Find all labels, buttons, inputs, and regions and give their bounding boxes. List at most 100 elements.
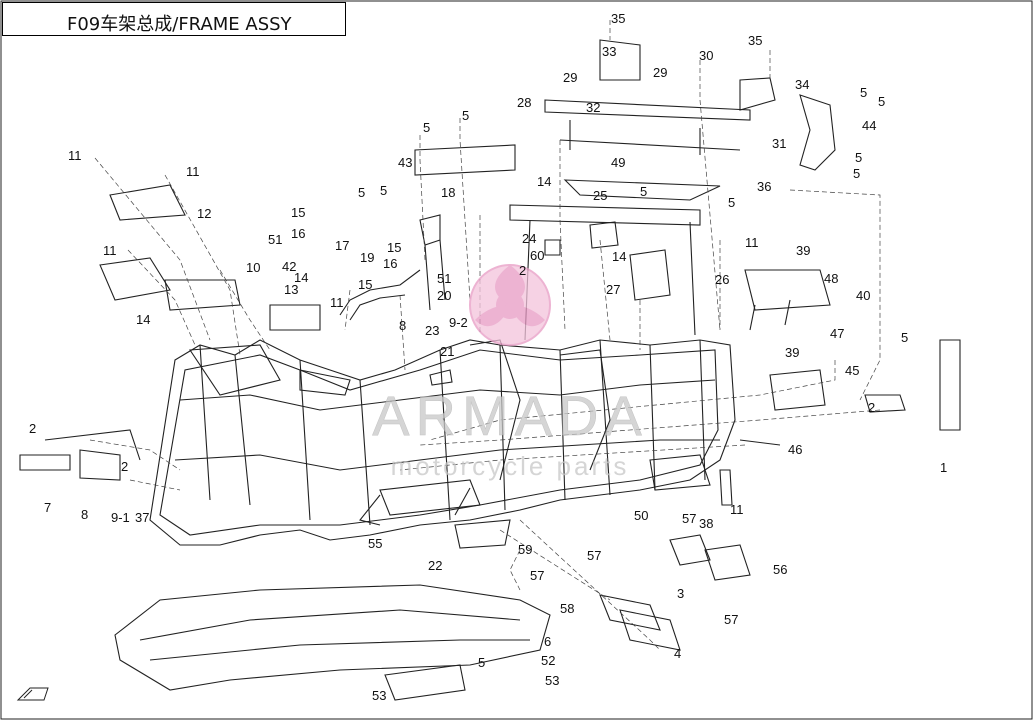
callout-11: 11 [330, 295, 344, 310]
callout-25: 25 [593, 188, 607, 203]
callout-11: 11 [730, 502, 744, 517]
title-box: F09车架总成/FRAME ASSY [2, 2, 346, 36]
callout-11: 11 [745, 235, 759, 250]
callout-15: 15 [387, 240, 401, 255]
callout-27: 27 [606, 282, 620, 297]
frame-linework [19, 39, 961, 701]
watermark-brand: ARMADA [372, 384, 648, 447]
callout-5: 5 [423, 120, 430, 135]
callout-5: 5 [855, 150, 862, 165]
forward-arrow-icon [16, 687, 49, 701]
callout-5: 5 [380, 183, 387, 198]
callout-58: 58 [560, 601, 574, 616]
callout-60: 60 [530, 248, 544, 263]
callout-7: 7 [44, 500, 51, 515]
callout-28: 28 [517, 95, 531, 110]
callout-35: 35 [748, 33, 762, 48]
callout-2: 2 [29, 421, 36, 436]
callout-16: 16 [291, 226, 305, 241]
callout-51: 51 [437, 271, 451, 286]
callout-11: 11 [186, 164, 200, 179]
callout-39: 39 [785, 345, 799, 360]
callout-57: 57 [724, 612, 738, 627]
callout-1: 1 [940, 460, 947, 475]
watermark-propeller [475, 265, 545, 327]
callout-14: 14 [612, 249, 626, 264]
callout-5: 5 [640, 184, 647, 199]
callout-35: 35 [611, 11, 625, 26]
callout-24: 24 [522, 231, 536, 246]
callout-31: 31 [772, 136, 786, 151]
page-title: F09车架总成/FRAME ASSY [67, 14, 292, 35]
callout-39: 39 [796, 243, 810, 258]
callout-18: 18 [441, 185, 455, 200]
callout-55: 55 [368, 536, 382, 551]
callout-15: 15 [291, 205, 305, 220]
callout-51: 51 [268, 232, 282, 247]
callout-11: 11 [68, 148, 82, 163]
callout-9-1: 9-1 [111, 510, 130, 525]
callout-56: 56 [773, 562, 787, 577]
callout-8: 8 [399, 318, 406, 333]
callout-57: 57 [530, 568, 544, 583]
callout-20: 20 [437, 288, 451, 303]
callout-53: 53 [372, 688, 386, 703]
callout-40: 40 [856, 288, 870, 303]
callout-9-2: 9-2 [449, 315, 468, 330]
callout-5: 5 [728, 195, 735, 210]
watermark-tagline: motorcycle parts [391, 451, 630, 481]
callout-44: 44 [862, 118, 876, 133]
callout-5: 5 [860, 85, 867, 100]
callout-23: 23 [425, 323, 439, 338]
callout-5: 5 [462, 108, 469, 123]
callout-10: 10 [246, 260, 260, 275]
callout-47: 47 [830, 326, 844, 341]
callout-16: 16 [383, 256, 397, 271]
callout-14: 14 [136, 312, 150, 327]
callout-8: 8 [81, 507, 88, 522]
callout-17: 17 [335, 238, 349, 253]
callout-59: 59 [518, 542, 532, 557]
callout-50: 50 [634, 508, 648, 523]
callout-42: 42 [282, 259, 296, 274]
callout-11: 11 [103, 243, 117, 258]
callout-5: 5 [853, 166, 860, 181]
armada-watermark: ARMADA motorcycle parts [372, 264, 648, 481]
callout-19: 19 [360, 250, 374, 265]
callout-21: 21 [440, 344, 454, 359]
callout-29: 29 [563, 70, 577, 85]
leader-lines [89, 20, 881, 651]
callout-4: 4 [674, 646, 681, 661]
callout-57: 57 [587, 548, 601, 563]
callout-2: 2 [121, 459, 128, 474]
callout-30: 30 [699, 48, 713, 63]
callout-52: 52 [541, 653, 555, 668]
callout-5: 5 [358, 185, 365, 200]
callout-2: 2 [519, 263, 526, 278]
callout-6: 6 [544, 634, 551, 649]
callout-14: 14 [537, 174, 551, 189]
callout-13: 13 [284, 282, 298, 297]
callout-43: 43 [398, 155, 412, 170]
callout-37: 37 [135, 510, 149, 525]
callout-15: 15 [358, 277, 372, 292]
callout-49: 49 [611, 155, 625, 170]
callout-57: 57 [682, 511, 696, 526]
callout-5: 5 [878, 94, 885, 109]
callout-32: 32 [586, 100, 600, 115]
callout-26: 26 [715, 272, 729, 287]
callout-34: 34 [795, 77, 809, 92]
callout-29: 29 [653, 65, 667, 80]
callout-5: 5 [901, 330, 908, 345]
callout-3: 3 [677, 586, 684, 601]
callout-33: 33 [602, 44, 616, 59]
callout-2: 2 [868, 400, 875, 415]
callout-22: 22 [428, 558, 442, 573]
callout-38: 38 [699, 516, 713, 531]
callout-45: 45 [845, 363, 859, 378]
callout-5: 5 [478, 655, 485, 670]
